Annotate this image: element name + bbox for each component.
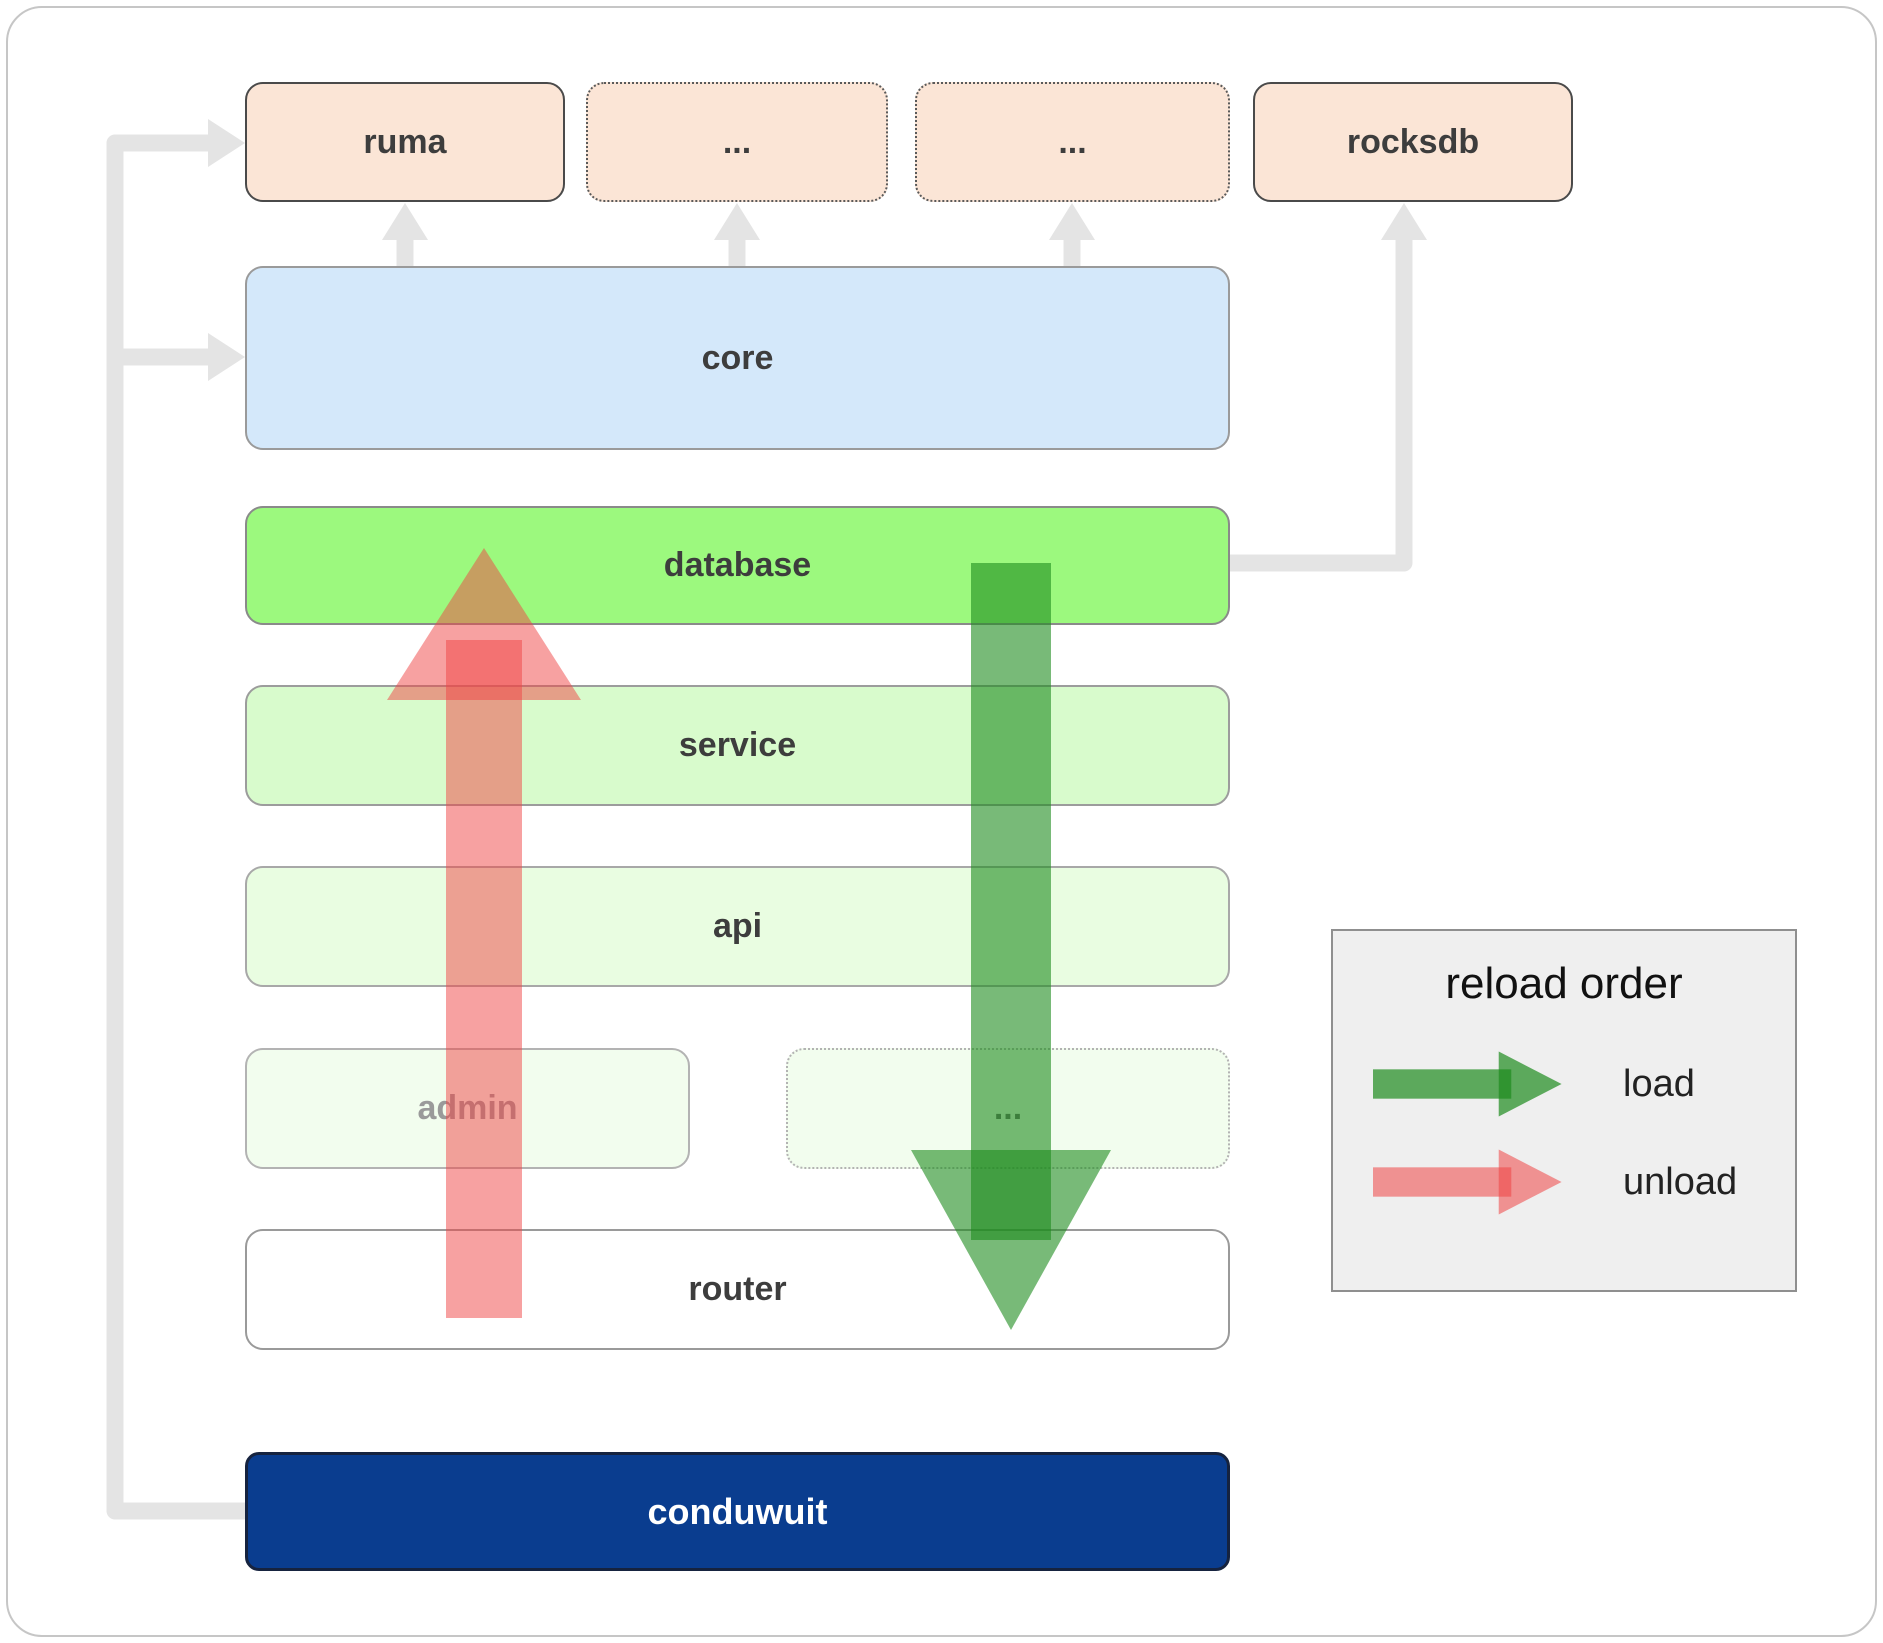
legend-load-label: load bbox=[1623, 1062, 1695, 1105]
connector-database-to-rocksdb bbox=[1230, 238, 1413, 572]
legend-row-unload: unload bbox=[1333, 1133, 1795, 1231]
legend-title: reload order bbox=[1445, 959, 1683, 1008]
box-admin: admin bbox=[245, 1048, 690, 1169]
box-ruma: ruma bbox=[245, 82, 565, 202]
box-core-label: core bbox=[701, 338, 774, 377]
box-ellipsis-3-label: ... bbox=[993, 1089, 1023, 1127]
box-ruma-label: ruma bbox=[363, 122, 447, 161]
box-ellipsis-2-label: ... bbox=[1058, 122, 1087, 161]
box-core: core bbox=[245, 266, 1230, 450]
load-arrow-icon bbox=[1373, 1051, 1562, 1117]
legend-unload-label: unload bbox=[1623, 1160, 1738, 1203]
box-api: api bbox=[245, 866, 1230, 987]
box-rocksdb: rocksdb bbox=[1253, 82, 1573, 202]
box-api-label: api bbox=[712, 907, 763, 945]
box-conduwuit: conduwuit bbox=[245, 1452, 1230, 1571]
legend-reload-order: reload order load unload bbox=[1331, 929, 1797, 1292]
connector-core-to-top-boxes bbox=[396, 238, 1081, 266]
connector-arrowheads-left bbox=[208, 119, 245, 381]
box-database: database bbox=[245, 506, 1230, 625]
box-admin-label: admin bbox=[417, 1089, 518, 1127]
connector-conduwuit-left-rail bbox=[106, 134, 245, 1520]
legend-row-load: load bbox=[1333, 1035, 1795, 1133]
connector-arrowheads-top bbox=[382, 203, 1095, 240]
connector-arrowhead-rocksdb bbox=[1381, 203, 1427, 240]
box-service: service bbox=[245, 685, 1230, 806]
box-ellipsis-2: ... bbox=[915, 82, 1230, 202]
box-router-label: router bbox=[688, 1270, 787, 1308]
box-ellipsis-1-label: ... bbox=[722, 122, 752, 161]
box-rocksdb-label: rocksdb bbox=[1346, 122, 1480, 161]
box-ellipsis-3: ... bbox=[786, 1048, 1230, 1169]
box-ellipsis-1: ... bbox=[586, 82, 888, 202]
box-router: router bbox=[245, 1229, 1230, 1350]
box-service-label: service bbox=[678, 726, 797, 764]
box-conduwuit-label: conduwuit bbox=[647, 1490, 828, 1532]
unload-arrow-icon bbox=[1373, 1149, 1562, 1215]
box-database-label: database bbox=[663, 546, 812, 584]
